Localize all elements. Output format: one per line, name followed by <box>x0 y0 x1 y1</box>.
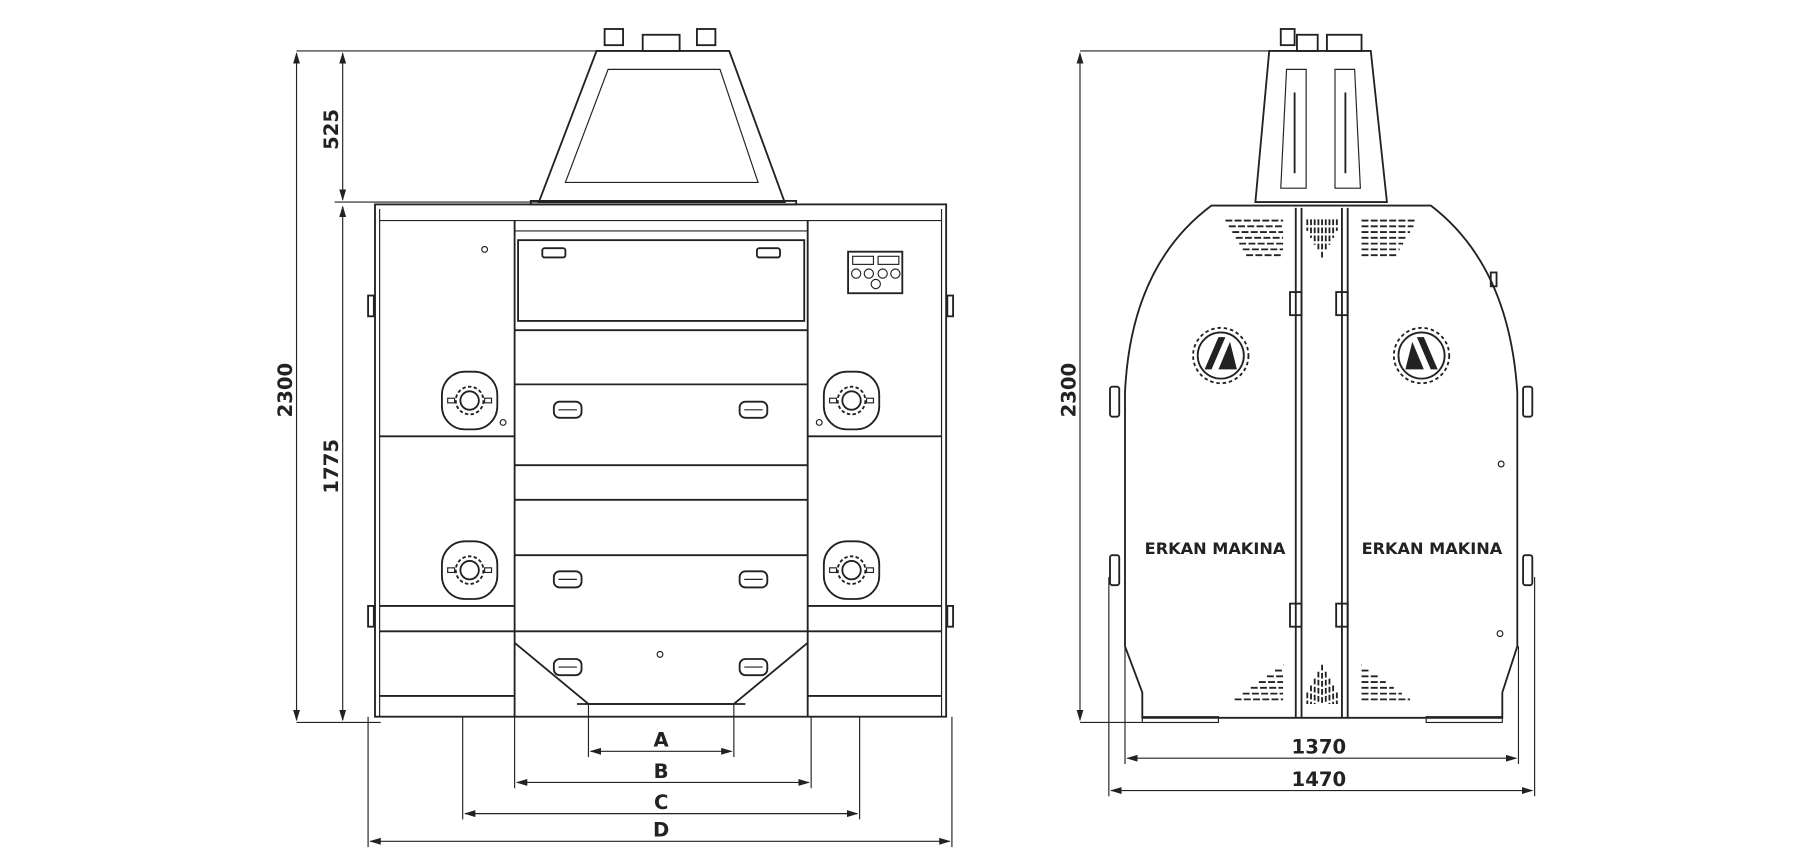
logo-gear-right <box>1392 326 1451 385</box>
brand-label-right: ERKAN MAKINA <box>1362 539 1503 558</box>
side-body: ERKAN MAKINA ERKAN MAKINA <box>1109 204 1534 724</box>
wheel-knob <box>865 397 875 404</box>
logo-mark <box>1405 337 1438 370</box>
handle-icon <box>738 400 769 419</box>
wheel-knob <box>829 567 838 574</box>
dim-label-b: B <box>654 760 669 783</box>
handle-icon <box>552 400 583 419</box>
wheel-knob <box>484 397 493 404</box>
wheel-hub <box>841 560 862 581</box>
door-hinges <box>1109 271 1534 628</box>
logo-mark <box>1204 337 1237 370</box>
hinge-icon <box>1289 602 1303 628</box>
brand-label-left: ERKAN MAKINA <box>1145 539 1286 558</box>
wheel-housing <box>441 370 499 431</box>
gear-ring <box>1397 331 1446 380</box>
logo-gear-left <box>1192 326 1250 385</box>
wheel-housing <box>822 370 881 431</box>
handle-icon <box>738 570 769 589</box>
latch-icon <box>1522 554 1534 587</box>
gear-ring <box>1196 331 1245 380</box>
wheel-hub <box>459 390 480 411</box>
handle-icon <box>738 658 769 677</box>
front-dimensions: 2300 525 1775 A B C D <box>274 50 953 848</box>
wheel-knob <box>865 567 875 574</box>
front-view: 2300 525 1775 A B C D <box>274 28 954 848</box>
wheel-knob <box>447 567 456 574</box>
wheel-gear-icon <box>836 555 867 585</box>
side-dim-total-height: 2300 <box>1057 363 1080 418</box>
hinge-icon <box>1289 291 1303 317</box>
handle-icon <box>755 247 781 259</box>
wheel-housing <box>822 540 881 600</box>
side-hood <box>1254 28 1388 203</box>
latch-icon <box>1109 385 1121 418</box>
vent-slots <box>1225 219 1417 704</box>
handle-icon <box>552 570 583 589</box>
handle-icon <box>541 247 567 259</box>
wheel-gear-icon <box>454 385 485 416</box>
side-view: ERKAN MAKINA ERKAN MAKINA 2300 1370 1470 <box>1057 28 1536 797</box>
dim-top-height: 525 <box>320 109 343 150</box>
dim-label-a: A <box>654 729 670 752</box>
hinge-icon <box>1335 602 1349 628</box>
wheel-knob <box>447 397 456 404</box>
dim-outer-width: 1470 <box>1292 768 1347 791</box>
latch-icon <box>1109 554 1121 587</box>
wheel-knob <box>484 567 493 574</box>
wheel-gear-icon <box>836 385 867 416</box>
gear-teeth-icon <box>1392 326 1451 385</box>
adjustment-wheels <box>441 370 881 600</box>
top-hood <box>529 28 798 206</box>
dim-label-c: C <box>654 791 668 814</box>
dim-inner-width: 1370 <box>1292 736 1347 759</box>
side-dimensions: 2300 1370 1470 <box>1057 50 1536 797</box>
dim-total-height: 2300 <box>274 363 297 418</box>
dim-body-height: 1775 <box>320 439 343 494</box>
wheel-hub <box>841 390 862 411</box>
wheel-knob <box>829 397 838 404</box>
drawer-handles <box>541 247 781 677</box>
control-panel <box>847 250 904 295</box>
wheel-hub <box>459 560 480 581</box>
handle-icon <box>552 658 583 677</box>
wheel-gear-icon <box>454 555 485 585</box>
latch-icon <box>1489 271 1498 288</box>
gear-teeth-icon <box>1192 326 1250 385</box>
wheel-housing <box>441 540 499 600</box>
hinge-icon <box>1335 291 1349 317</box>
latch-icon <box>1522 385 1534 418</box>
machine-body <box>367 203 954 718</box>
dim-label-d: D <box>653 819 669 842</box>
